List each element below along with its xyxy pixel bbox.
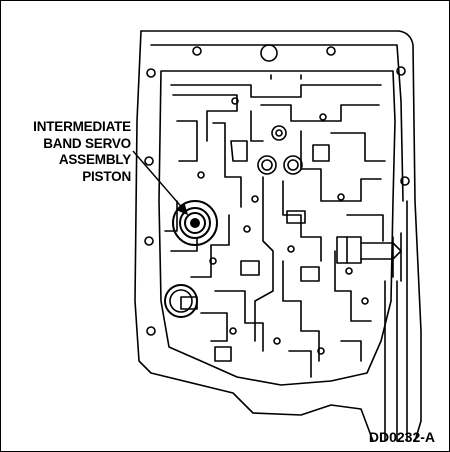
callout-label: INTERMEDIATE BAND SERVO ASSEMBLY PISTON — [7, 119, 131, 185]
callout-line: INTERMEDIATE — [33, 119, 131, 134]
solenoid-connector — [336, 236, 362, 264]
figure-id: DD0232-A — [368, 429, 435, 445]
callout-line: BAND SERVO — [43, 135, 131, 151]
case-outline — [140, 30, 422, 442]
plate-outline — [158, 70, 396, 386]
callout-line: ASSEMBLY — [58, 152, 131, 167]
callout-line: PISTON — [82, 168, 131, 184]
servo-piston — [172, 200, 218, 246]
callout-leader — [132, 150, 189, 216]
